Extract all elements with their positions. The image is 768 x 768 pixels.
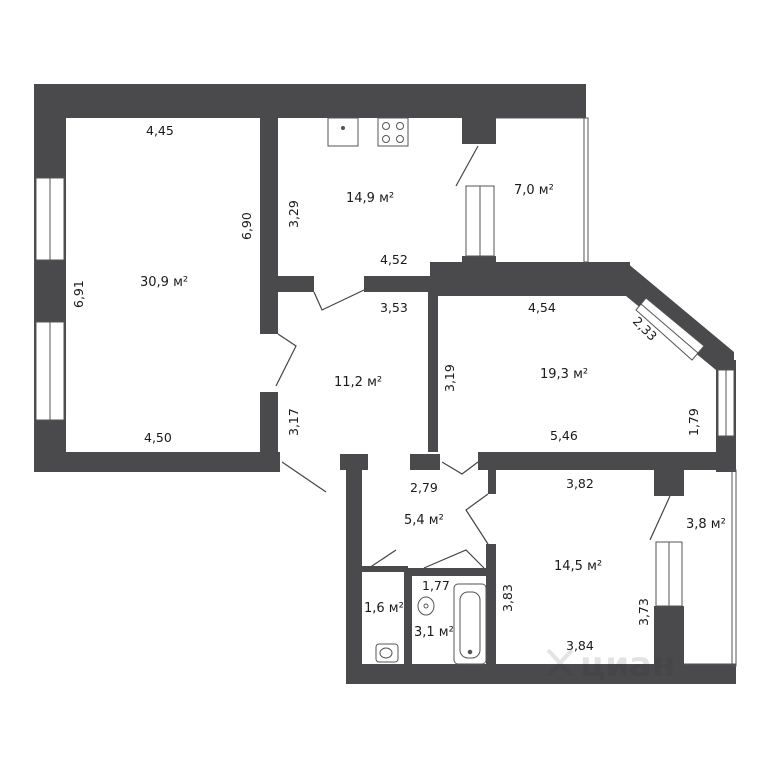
doors: [275, 145, 671, 571]
wall-bath-top: [404, 568, 488, 576]
dim-corridor-top: 2,79: [410, 480, 438, 495]
area-living: 30,9 м²: [140, 275, 188, 290]
area-bedroom: 19,3 м²: [540, 367, 588, 382]
wall-living-bottom: [34, 452, 280, 472]
dim-room-small-right: 3,73: [636, 598, 651, 626]
wall-corridor-pillar: [410, 454, 440, 470]
area-room-small: 14,5 м²: [554, 559, 602, 574]
dim-bedroom-bottom: 5,46: [550, 428, 578, 443]
dim-room-small-left: 3,83: [500, 584, 515, 612]
door-loggia-right: [649, 495, 671, 541]
area-corridor: 5,4 м²: [404, 513, 444, 528]
area-loggia-top: 7,0 м²: [514, 183, 554, 198]
wall-entry-pillar: [340, 454, 368, 470]
toilet-icon: [375, 643, 399, 663]
bathtub-icon: [453, 583, 487, 665]
wall-top: [34, 84, 586, 118]
door-bath: [423, 549, 485, 569]
dim-bedroom-right: 1,79: [686, 408, 701, 436]
wall-hall-bedroom: [428, 292, 438, 452]
wall-room-pillar-low: [654, 606, 684, 664]
dim-hall-top: 3,53: [380, 300, 408, 315]
wall-living-kitchen: [260, 118, 278, 334]
windows: [35, 177, 735, 607]
wall-bedroom-angle: [626, 262, 734, 370]
door-entry: [281, 461, 327, 493]
door-loggia-top: [455, 145, 479, 187]
dim-kitchen-bottom: 4,52: [380, 252, 408, 267]
dim-room-small-top: 3,82: [566, 476, 594, 491]
area-toilet: 1,6 м²: [364, 601, 404, 616]
wall-toilet-bath: [404, 570, 412, 666]
dim-room-small-bottom: 3,84: [566, 638, 594, 653]
area-kitchen: 14,9 м²: [346, 191, 394, 206]
loggia-right-glazing: [731, 469, 737, 667]
door-kitchen: [313, 289, 365, 311]
watermark: циан: [546, 645, 675, 685]
wall-living-hall: [260, 392, 278, 472]
dim-hall-left: 3,17: [286, 408, 301, 436]
loggia-glazing: [496, 117, 737, 667]
wall-toilet-top: [360, 566, 408, 572]
fixtures: [327, 117, 487, 665]
wall-kitchen-pillar: [462, 118, 496, 144]
loggia-top-glazing: [583, 117, 589, 263]
walls: [34, 84, 736, 684]
watermark-text: циан: [580, 645, 675, 685]
dim-bedroom-left: 3,19: [442, 364, 457, 392]
dim-living-bottom: 4,50: [144, 430, 172, 445]
door-bedroom: [441, 461, 479, 475]
wall-room-left: [486, 544, 496, 674]
area-hall: 11,2 м²: [334, 375, 382, 390]
wall-bedroom-top: [430, 262, 630, 296]
washbasin-icon: [417, 596, 435, 616]
dim-living-top: 4,45: [146, 123, 174, 138]
watermark-logo-icon: [546, 648, 574, 678]
wall-bottom: [346, 664, 736, 684]
door-toilet: [365, 549, 397, 571]
dim-kitchen-left: 3,29: [286, 200, 301, 228]
area-bathroom: 3,1 м²: [414, 625, 454, 640]
area-labels: 30,9 м² 14,9 м² 7,0 м² 11,2 м² 19,3 м² 5…: [140, 183, 726, 640]
door-living: [275, 333, 297, 387]
wall-corridor-left: [346, 470, 362, 684]
dim-bath-top: 1,77: [422, 578, 450, 593]
stove-icon: [377, 117, 409, 147]
dimension-labels: 4,45 6,90 6,91 4,50 3,29 4,52 3,53 3,17 …: [71, 123, 701, 653]
sink-icon: [327, 117, 359, 147]
wall-room-left-top: [488, 470, 496, 494]
area-loggia-right: 3,8 м²: [686, 517, 726, 532]
wall-room-pillar: [654, 470, 684, 496]
dim-bedroom-top: 4,54: [528, 300, 556, 315]
wall-kitchen-bottom-left: [278, 276, 314, 292]
dim-living-right: 6,90: [239, 212, 254, 240]
door-room: [465, 493, 489, 545]
dim-living-left: 6,91: [71, 280, 86, 308]
wall-bedroom-bottom: [478, 452, 736, 470]
